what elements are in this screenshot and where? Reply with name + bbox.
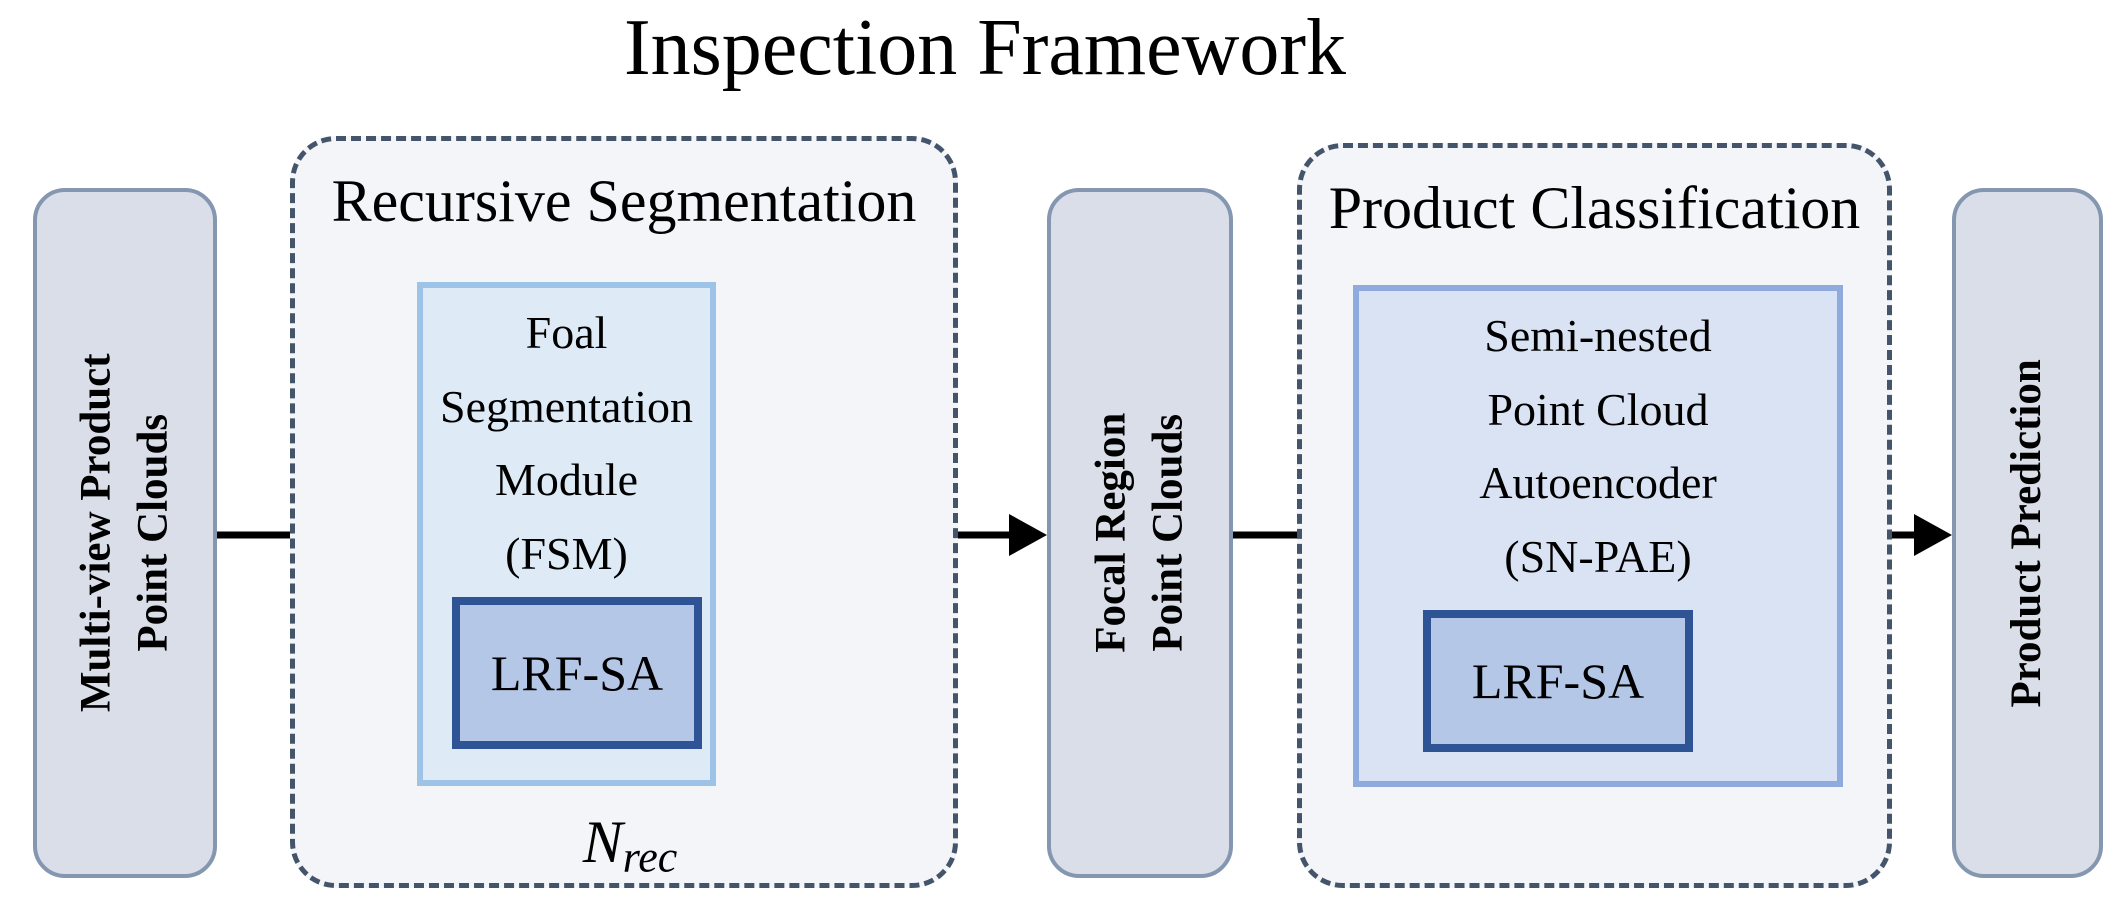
input-node-label-line1: Multi-view Product <box>72 353 120 713</box>
snpae-lrf-sa-label: LRF-SA <box>1471 653 1645 709</box>
stage2-label: Product Classification <box>1328 175 1861 241</box>
output-node-label-line1: Product Prediction <box>2003 358 2051 708</box>
fsm-module-label: Foal Segmentation Module (FSM) <box>423 296 710 590</box>
fsm-label-line1: Foal <box>525 307 608 358</box>
stage1-label: Recursive Segmentation <box>331 168 917 234</box>
input-node: Multi-view Product Point Clouds <box>33 188 217 878</box>
fsm-lrf-sa-label: LRF-SA <box>490 645 664 701</box>
output-node: Product Prediction <box>1952 188 2103 878</box>
snpae-label-line4: (SN-PAE) <box>1504 530 1692 582</box>
fsm-module: Foal Segmentation Module (FSM) LRF-SA <box>417 282 716 786</box>
fsm-lrf-sa-block: LRF-SA <box>452 597 702 749</box>
fsm-label-line4: (FSM) <box>505 527 628 579</box>
recursion-count-base: N <box>582 809 623 875</box>
focal-region-node-label: Focal Region Point Clouds <box>1083 413 1197 653</box>
diagram-title: Inspection Framework <box>623 4 1347 92</box>
focal-region-node: Focal Region Point Clouds <box>1047 188 1233 878</box>
snpae-lrf-sa-block: LRF-SA <box>1423 610 1693 752</box>
recursion-count-subscript: rec <box>622 832 678 882</box>
input-node-label: Multi-view Product Point Clouds <box>68 354 182 713</box>
output-node-label: Product Prediction <box>1999 359 2056 707</box>
focal-region-label-line1: Focal Region <box>1087 412 1135 654</box>
snpae-module: Semi-nested Point Cloud Autoencoder (SN-… <box>1353 285 1843 787</box>
fsm-label-line3: Module <box>494 454 639 506</box>
focal-region-label-line2: Point Clouds <box>1144 414 1191 652</box>
fsm-label-line2: Segmentation <box>440 380 693 432</box>
snpae-label-line1: Semi-nested <box>1484 310 1712 361</box>
snpae-label-line3: Autoencoder <box>1479 457 1717 509</box>
recursion-count-label: Nrec <box>540 808 720 879</box>
snpae-module-label: Semi-nested Point Cloud Autoencoder (SN-… <box>1359 299 1837 593</box>
input-node-label-line2: Point Clouds <box>129 414 176 652</box>
snpae-label-line2: Point Cloud <box>1487 383 1709 435</box>
